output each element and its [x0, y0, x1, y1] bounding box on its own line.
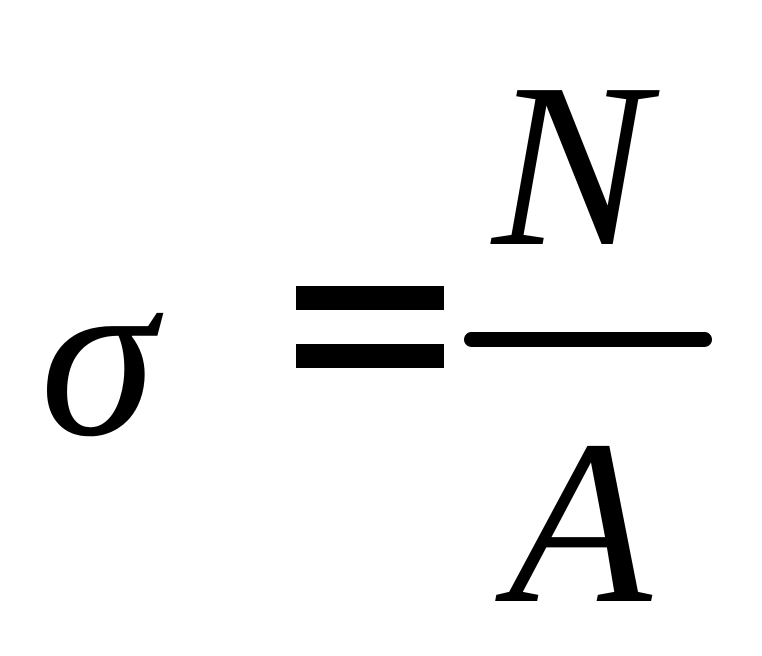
equals-sign-top-stroke [296, 286, 444, 310]
fraction-numerator: N [492, 35, 649, 295]
fraction-bar [464, 332, 712, 347]
formula-lhs-sigma: σ [40, 225, 156, 485]
equals-sign-bottom-stroke [296, 344, 444, 368]
fraction-denominator: A [508, 392, 652, 652]
